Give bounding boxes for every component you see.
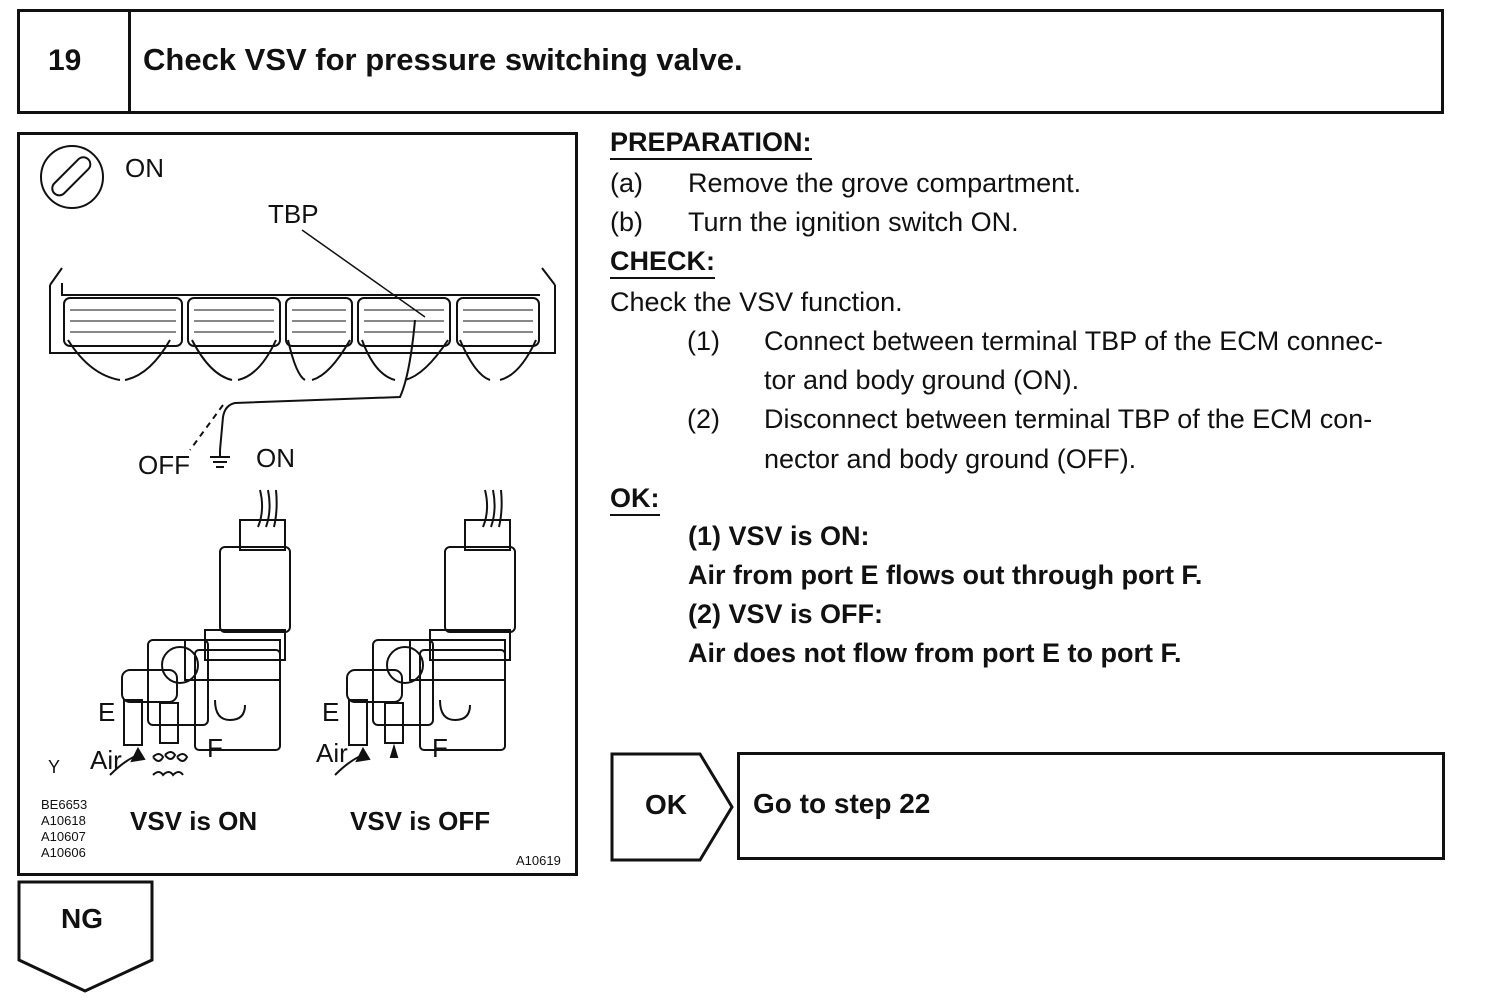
prep-text: Remove the grove compartment. xyxy=(688,168,1082,198)
check-mark: (1) xyxy=(687,326,720,356)
check-heading: CHECK: xyxy=(610,246,715,279)
ok-line: Air from port E flows out through port F… xyxy=(688,560,1203,590)
check-intro: Check the VSV function. xyxy=(610,287,903,317)
figure-code: A10618 xyxy=(41,813,86,828)
ok-result-action: Go to step 22 xyxy=(753,788,931,819)
ok-heading: OK: xyxy=(610,483,660,516)
off-label: OFF xyxy=(138,450,190,480)
ground-icon xyxy=(210,450,230,468)
vsv-icon xyxy=(334,489,516,776)
check-mark: (2) xyxy=(687,404,720,434)
check-text: Connect between terminal TBP of the ECM … xyxy=(764,326,1383,356)
ok-arrow-box xyxy=(610,752,734,862)
check-text: tor and body ground (ON). xyxy=(764,365,1080,395)
figure-code: A10606 xyxy=(41,845,86,860)
ok-line: Air does not flow from port E to port F. xyxy=(688,638,1182,668)
step-number: 19 xyxy=(48,44,82,77)
y-mark: Y xyxy=(48,757,61,777)
air-label: Air xyxy=(90,745,122,775)
prep-mark: (a) xyxy=(610,168,643,198)
port-e-label: E xyxy=(98,697,116,727)
vsv-on-caption: VSV is ON xyxy=(130,806,258,836)
tbp-label: TBP xyxy=(268,199,319,229)
check-text: Disconnect between terminal TBP of the E… xyxy=(764,404,1373,434)
port-e-label: E xyxy=(322,697,340,727)
ok-line: (1) VSV is ON: xyxy=(688,521,870,551)
ok-result-box xyxy=(737,752,1445,860)
figure-code: BE6653 xyxy=(41,797,88,812)
check-text: nector and body ground (OFF). xyxy=(764,444,1137,474)
vsv-off-caption: VSV is OFF xyxy=(350,806,491,836)
ok-line: (2) VSV is OFF: xyxy=(688,599,884,629)
step-header-box xyxy=(17,9,1444,114)
ng-arrow-box xyxy=(17,880,154,993)
prep-mark: (b) xyxy=(610,207,643,237)
port-f-label: F xyxy=(432,733,448,763)
ok-result-label: OK xyxy=(645,789,687,820)
vsv-diagram xyxy=(40,145,556,777)
figure-panel: ON TBP OFF ON E F Air E F Air Y VSV is O… xyxy=(17,132,578,876)
on-label: ON xyxy=(256,443,295,473)
air-label: Air xyxy=(316,738,348,768)
ignition-switch-icon xyxy=(40,145,104,209)
figure-id: A10619 xyxy=(516,853,561,868)
ecm-connector-icon xyxy=(49,267,556,381)
ng-result-label: NG xyxy=(61,903,103,934)
vsv-icon xyxy=(109,489,291,777)
ignition-on-label: ON xyxy=(125,153,164,183)
header-divider xyxy=(128,9,131,114)
port-f-label: F xyxy=(207,733,223,763)
step-title: Check VSV for pressure switching valve. xyxy=(143,42,743,77)
figure-code: A10607 xyxy=(41,829,86,844)
prep-text: Turn the ignition switch ON. xyxy=(688,207,1019,237)
preparation-heading: PREPARATION: xyxy=(610,127,812,160)
